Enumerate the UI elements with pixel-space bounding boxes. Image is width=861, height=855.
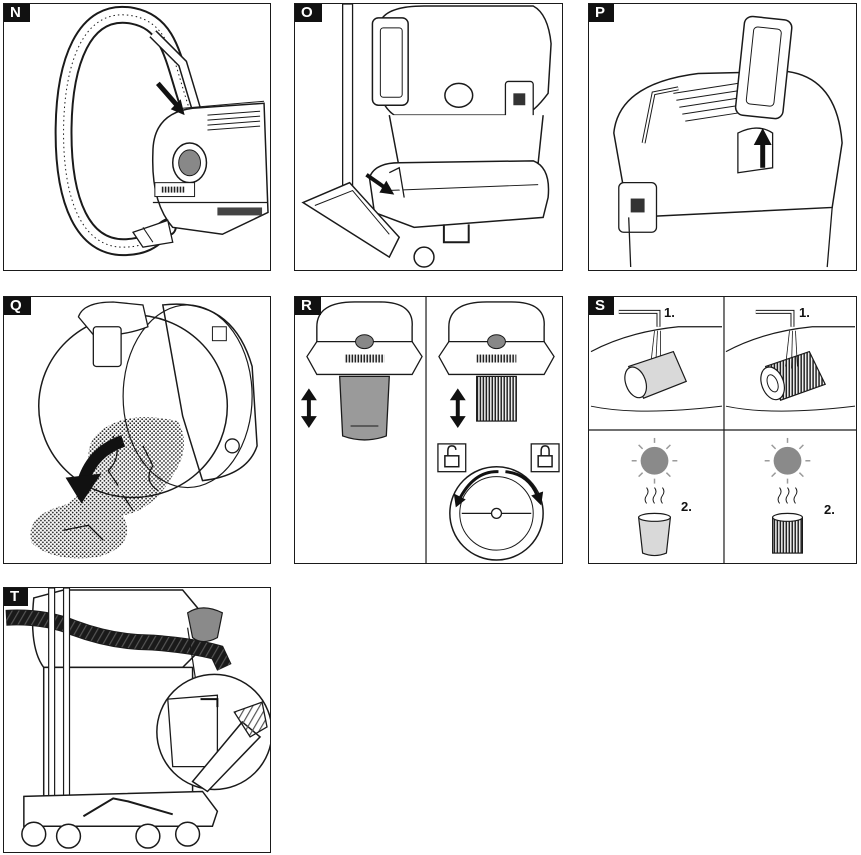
sun-icon [631,437,678,484]
panel-label: P [589,4,615,22]
panel-r-remove-filter: R [294,296,563,564]
step-1-label-left: 1. [664,305,675,320]
panel-o-attach-accessory: O [294,3,563,271]
panel-label: N [4,4,30,22]
panel-t-storage: T [3,587,271,853]
filter-removal-illustration [300,297,560,563]
top-cover-release-illustration [613,15,843,268]
panel-label: Q [4,297,31,315]
step-1-label-right: 1. [799,305,810,320]
accessory-holder-illustration [301,4,552,268]
panel-q-empty-container: Q [3,296,271,564]
panel-label: R [295,297,321,315]
step-2-label-right: 2. [824,502,835,517]
hose-connection-illustration [54,5,269,257]
sun-icon [764,437,811,484]
head-right [438,301,555,422]
panel-s-clean-and-dry-filter: S 1. 1. 2. 2. [588,296,857,564]
step-2-label-left: 2. [681,499,692,514]
panel-n-connect-hose: N [3,3,271,271]
panel-p-open-handle: P [588,3,857,271]
locked-padlock-icon [530,443,560,473]
emptying-dirt-illustration [30,301,258,559]
storage-illustration [5,588,270,849]
unlocked-padlock-icon [437,443,467,473]
panel-label: O [295,4,322,22]
heat-waves-icon [644,487,798,504]
panel-label: T [4,588,29,606]
head-left [306,301,423,441]
panel-label: S [589,297,615,315]
filter-washing-drying-illustration [589,297,856,563]
